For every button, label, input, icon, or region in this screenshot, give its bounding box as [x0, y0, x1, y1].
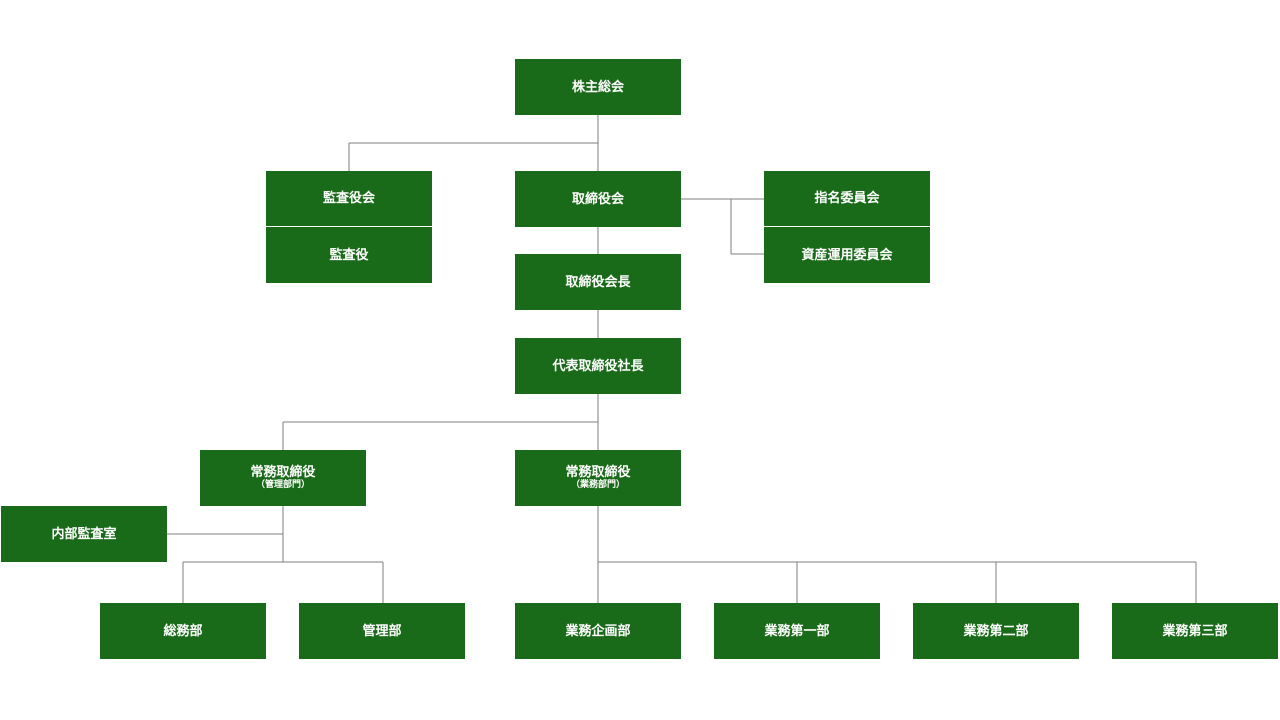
node-managing-director-business: 常務取締役 （業務部門） — [515, 450, 681, 506]
node-business-planning: 業務企画部 — [515, 603, 681, 659]
node-label: 業務第二部 — [963, 623, 1029, 639]
node-label: 業務第三部 — [1162, 623, 1228, 639]
node-label: 資産運用委員会 — [801, 247, 893, 263]
node-sublabel: （管理部門） — [255, 480, 310, 490]
node-label: 指名委員会 — [814, 191, 880, 206]
node-label: 常務取締役 — [250, 465, 316, 480]
node-label: 代表取締役社長 — [552, 358, 644, 374]
node-label: 常務取締役 — [565, 465, 631, 480]
node-business-dept-3: 業務第三部 — [1112, 603, 1278, 659]
node-label: 業務第一部 — [764, 623, 830, 639]
node-nomination-committee: 指名委員会 — [764, 171, 930, 227]
node-label: 取締役会 — [571, 191, 624, 207]
node-business-dept-2: 業務第二部 — [913, 603, 1079, 659]
node-auditor: 監査役 — [266, 227, 432, 283]
node-label: 総務部 — [163, 623, 203, 639]
node-managing-director-admin: 常務取締役 （管理部門） — [200, 450, 366, 506]
node-board-of-directors: 取締役会 — [515, 171, 681, 227]
node-label: 管理部 — [362, 623, 402, 639]
node-sublabel: （業務部門） — [570, 480, 625, 490]
node-label: 監査役会 — [322, 191, 375, 206]
node-chairman: 取締役会長 — [515, 254, 681, 310]
node-shareholders-meeting: 株主総会 — [515, 59, 681, 115]
node-label: 業務企画部 — [565, 623, 631, 639]
node-label: 取締役会長 — [565, 274, 631, 290]
node-president: 代表取締役社長 — [515, 338, 681, 394]
node-business-dept-1: 業務第一部 — [714, 603, 880, 659]
node-label: 内部監査室 — [51, 526, 117, 542]
node-asset-management-committee: 資産運用委員会 — [764, 227, 930, 283]
node-label: 株主総会 — [571, 79, 624, 95]
node-label: 監査役 — [329, 247, 369, 263]
node-internal-audit-office: 内部監査室 — [1, 506, 167, 562]
node-administration: 管理部 — [299, 603, 465, 659]
node-audit-board: 監査役会 — [266, 171, 432, 227]
node-general-affairs: 総務部 — [100, 603, 266, 659]
